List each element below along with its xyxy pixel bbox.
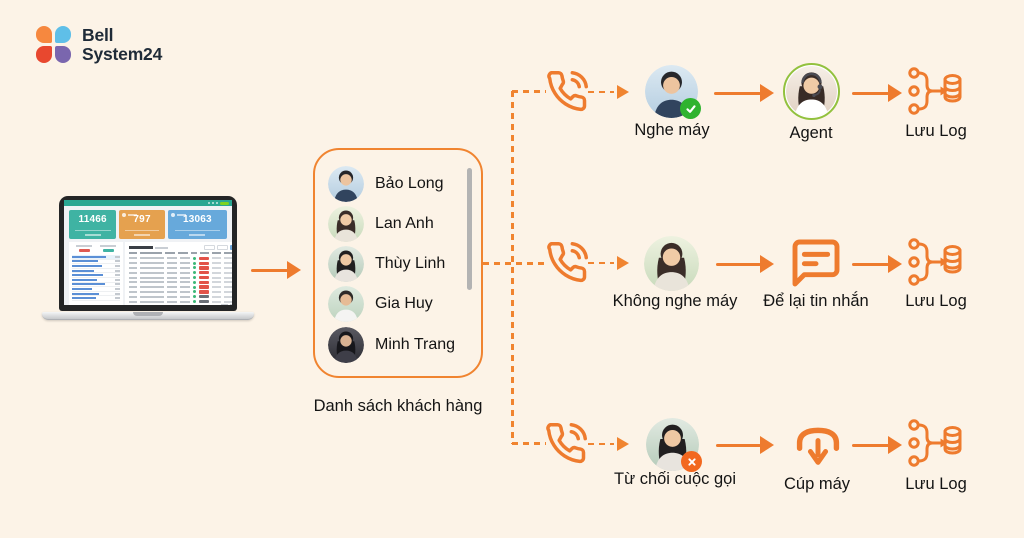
customer-avatar	[328, 205, 364, 242]
log-label: Lưu Log	[905, 292, 967, 310]
outcome-label-no-answer: Không nghe máy	[612, 292, 738, 310]
branch-line-bottom	[512, 442, 546, 445]
stat-card-teal: 11466	[69, 210, 117, 239]
mini-sidebar-rows	[72, 255, 120, 301]
arrow-icon	[852, 436, 902, 454]
agent-avatar	[783, 63, 840, 120]
laptop-base	[42, 312, 254, 320]
dashed-arrow-icon	[588, 436, 629, 452]
phone-call-icon	[546, 70, 588, 113]
scrollbar[interactable]	[467, 168, 472, 290]
customer-list-panel: Bảo Long Lan Anh Thùy Linh Gia Huy Minh …	[313, 148, 483, 378]
action-label-hangup: Cúp máy	[783, 475, 851, 493]
outcome-label-rejected: Từ chối cuộc gọi	[613, 470, 737, 488]
customer-avatar-no-answer	[644, 236, 699, 291]
branch-line-middle	[483, 262, 546, 265]
logo-line2: System24	[82, 44, 163, 65]
list-item: Bảo Long	[328, 165, 469, 202]
customer-avatar	[328, 286, 364, 323]
outcome-label-answered: Nghe máy	[634, 121, 710, 139]
mini-table-rows	[129, 256, 232, 304]
stat-value: 797	[133, 214, 151, 225]
customer-name: Thùy Linh	[375, 255, 446, 272]
customer-name: Bảo Long	[375, 174, 444, 192]
customer-name: Minh Trang	[375, 335, 456, 353]
list-item: Gia Huy	[328, 286, 469, 323]
list-item: Minh Trang	[328, 326, 469, 363]
laptop-illustration: 11466 797 13063	[42, 196, 254, 324]
logo-line1: Bell	[82, 25, 114, 45]
list-item: Lan Anh	[328, 205, 469, 242]
logo-text: Bell System24	[82, 25, 163, 65]
check-badge-icon	[680, 98, 701, 119]
branch-line-top	[512, 90, 546, 93]
customer-name: Lan Anh	[375, 214, 434, 232]
arrow-icon	[716, 436, 774, 454]
mini-table-panel	[125, 242, 232, 305]
logo-mark-icon	[36, 26, 72, 64]
arrow-icon	[852, 255, 902, 273]
customer-list-caption: Danh sách khách hàng	[313, 397, 483, 415]
customer-avatar-rejected	[646, 418, 702, 472]
cross-badge-icon	[681, 451, 702, 472]
stat-value: 11466	[78, 214, 107, 225]
arrow-icon	[251, 261, 301, 279]
dashed-arrow-icon	[588, 84, 629, 100]
save-log-icon	[906, 415, 962, 471]
arrow-icon	[714, 84, 774, 102]
action-label-leave-message: Để lại tin nhắn	[763, 292, 869, 310]
arrow-icon	[852, 84, 902, 102]
customer-avatar	[328, 165, 364, 202]
log-label: Lưu Log	[905, 475, 967, 493]
dashed-arrow-icon	[588, 255, 629, 271]
stat-card-blue: 13063	[167, 210, 227, 239]
customer-avatar	[328, 326, 364, 363]
branch-line-vertical	[511, 91, 514, 444]
hangup-phone-icon	[792, 422, 844, 468]
customer-avatar-answered	[645, 65, 701, 119]
action-label-agent: Agent	[789, 124, 833, 142]
stat-card-orange: 797	[119, 210, 165, 239]
stat-value: 13063	[182, 214, 212, 225]
log-label: Lưu Log	[905, 122, 967, 140]
message-icon	[787, 235, 845, 291]
bell-system24-logo: Bell System24	[36, 25, 163, 65]
mini-dashboard-stat-cards: 11466 797 13063	[64, 206, 232, 242]
save-log-icon	[906, 63, 962, 119]
save-log-icon	[906, 234, 962, 290]
mini-sidebar	[69, 242, 123, 305]
customer-avatar	[328, 246, 364, 282]
mini-dashboard-topbar	[64, 200, 232, 206]
laptop-screen: 11466 797 13063	[59, 196, 237, 311]
phone-call-icon	[545, 422, 587, 465]
customer-name: Gia Huy	[375, 295, 433, 313]
arrow-icon	[716, 255, 774, 273]
phone-call-icon	[546, 241, 588, 284]
list-item: Thùy Linh	[328, 246, 469, 283]
